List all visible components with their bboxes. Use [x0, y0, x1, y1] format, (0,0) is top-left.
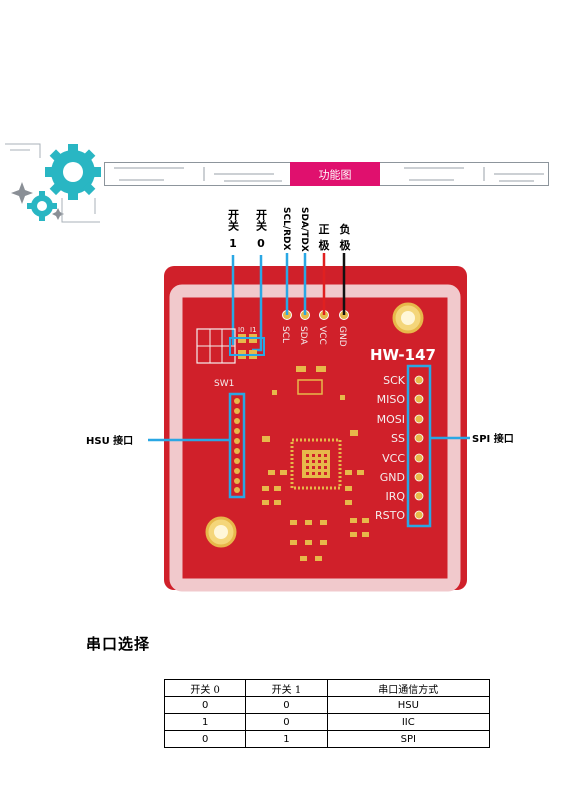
- label-scl: SCL/RDX: [281, 207, 291, 251]
- table-cell: 0: [163, 696, 247, 714]
- banner-highlight: [290, 162, 380, 186]
- mode-selection-table: 开关 0 开关 1 串口通信方式 0 0 HSU 1 0 IIC 0 1 SPI: [163, 679, 491, 748]
- table-header: 开关 0: [163, 679, 247, 697]
- table-header: 串口通信方式: [326, 679, 491, 697]
- table-cell: IIC: [326, 713, 491, 731]
- pin-scl: SCL: [280, 326, 290, 343]
- table-cell: 1: [163, 713, 247, 731]
- label-switch1-top: 开关: [227, 209, 240, 232]
- hsu-interface-label: HSU 接口: [86, 434, 133, 447]
- table-row: 0 1 SPI: [163, 730, 491, 748]
- spi-pin-gnd: GND: [380, 471, 405, 484]
- label-switch0-bot: 0: [257, 237, 265, 250]
- gear-decoration: [5, 143, 101, 223]
- pin-vcc: VCC: [317, 326, 327, 345]
- switch-mark-i1: I1: [250, 326, 257, 334]
- model-name: HW-147: [370, 346, 436, 364]
- gear-icon: [45, 144, 101, 200]
- switch-label: SW1: [214, 379, 234, 389]
- pin-gnd: GND: [337, 326, 347, 347]
- pin-sda: SDA: [298, 326, 308, 345]
- label-vcc-top: 正: [319, 223, 330, 236]
- table-cell: 1: [245, 730, 328, 748]
- table-cell: HSU: [326, 696, 491, 714]
- hsu-header: [228, 392, 246, 499]
- table-header: 开关 1: [245, 679, 328, 697]
- spi-pin-mosi: MOSI: [377, 413, 405, 426]
- table-cell: 0: [245, 696, 328, 714]
- spi-pin-ss: SS: [391, 432, 405, 445]
- label-switch0-top: 开关: [255, 209, 268, 232]
- spi-pin-miso: MISO: [377, 393, 406, 406]
- spi-pin-irq: IRQ: [385, 490, 405, 503]
- spi-interface-label: SPI 接口: [472, 432, 514, 445]
- section-title: 串口选择: [86, 635, 151, 653]
- table-cell: 0: [245, 713, 328, 731]
- module-diagram: 开关 1 开关 0 SCL/RDX SDA/TDX 正 极 负 极 SCL SD…: [86, 207, 514, 592]
- nfc-chip: [290, 438, 342, 490]
- table-row: 0 0 HSU: [163, 696, 491, 714]
- label-gnd-top: 负: [340, 222, 351, 236]
- sparkle-icon: [11, 182, 64, 220]
- label-gnd-bot: 极: [340, 238, 352, 252]
- table-header-row: 开关 0 开关 1 串口通信方式: [163, 679, 491, 697]
- mounting-hole: [392, 302, 424, 334]
- smd-components: [262, 366, 369, 561]
- table-cell: 0: [163, 730, 247, 748]
- switch-sw1: [196, 328, 265, 364]
- label-sda: SDA/TDX: [299, 207, 309, 252]
- mounting-hole: [205, 516, 237, 548]
- table-row: 1 0 IIC: [163, 713, 491, 731]
- spi-header: [406, 364, 432, 528]
- banner-title: 功能图: [319, 168, 352, 182]
- section-banner: 功能图: [104, 162, 549, 186]
- label-switch1-bot: 1: [229, 237, 237, 250]
- spi-pin-vcc: VCC: [382, 452, 405, 465]
- table-cell: SPI: [326, 730, 491, 748]
- label-vcc-bot: 极: [319, 238, 331, 252]
- spi-pin-rsto: RSTO: [375, 509, 405, 522]
- small-gear-icon: [27, 191, 57, 221]
- switch-mark-i0: I0: [238, 326, 245, 334]
- spi-pin-sck: SCK: [383, 374, 406, 387]
